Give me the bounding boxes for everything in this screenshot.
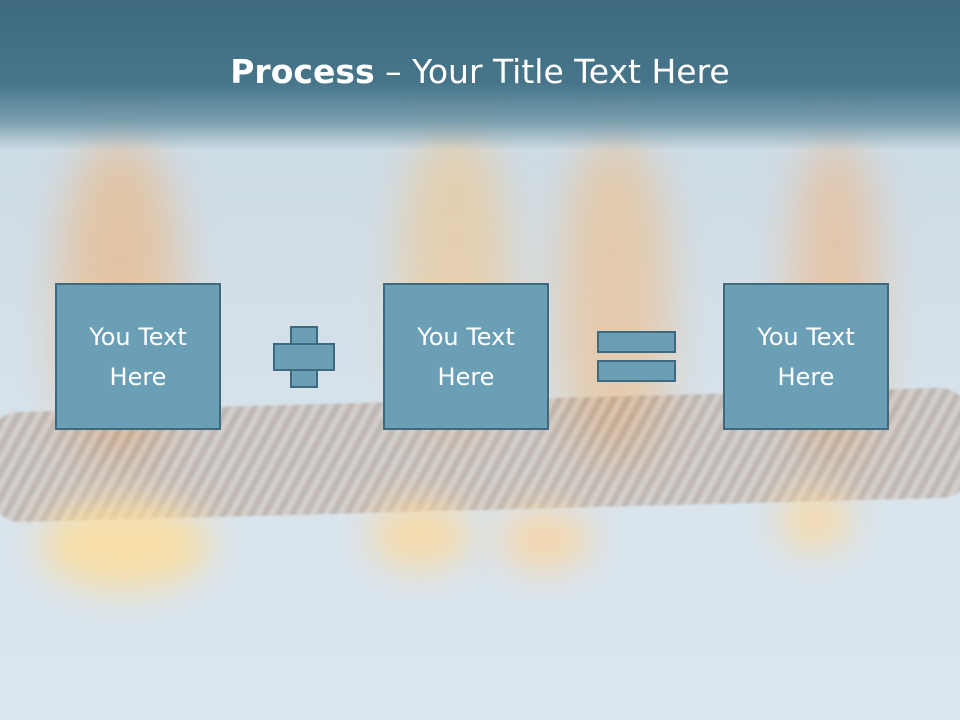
- process-box-3[interactable]: You Text Here: [723, 283, 889, 430]
- process-box-3-line2: Here: [777, 362, 835, 391]
- process-box-1[interactable]: You Text Here: [55, 283, 221, 430]
- process-box-2[interactable]: You Text Here: [383, 283, 549, 430]
- process-box-2-line1: You Text: [417, 322, 515, 351]
- process-box-2-line2: Here: [437, 362, 495, 391]
- title-bar: [0, 0, 960, 150]
- process-box-1-line1: You Text: [89, 322, 187, 351]
- title-rest-part: – Your Title Text Here: [374, 52, 730, 91]
- process-box-3-line1: You Text: [757, 322, 855, 351]
- process-box-1-line2: Here: [109, 362, 167, 391]
- slide-title: Process – Your Title Text Here: [0, 52, 960, 91]
- title-bold-part: Process: [230, 52, 375, 91]
